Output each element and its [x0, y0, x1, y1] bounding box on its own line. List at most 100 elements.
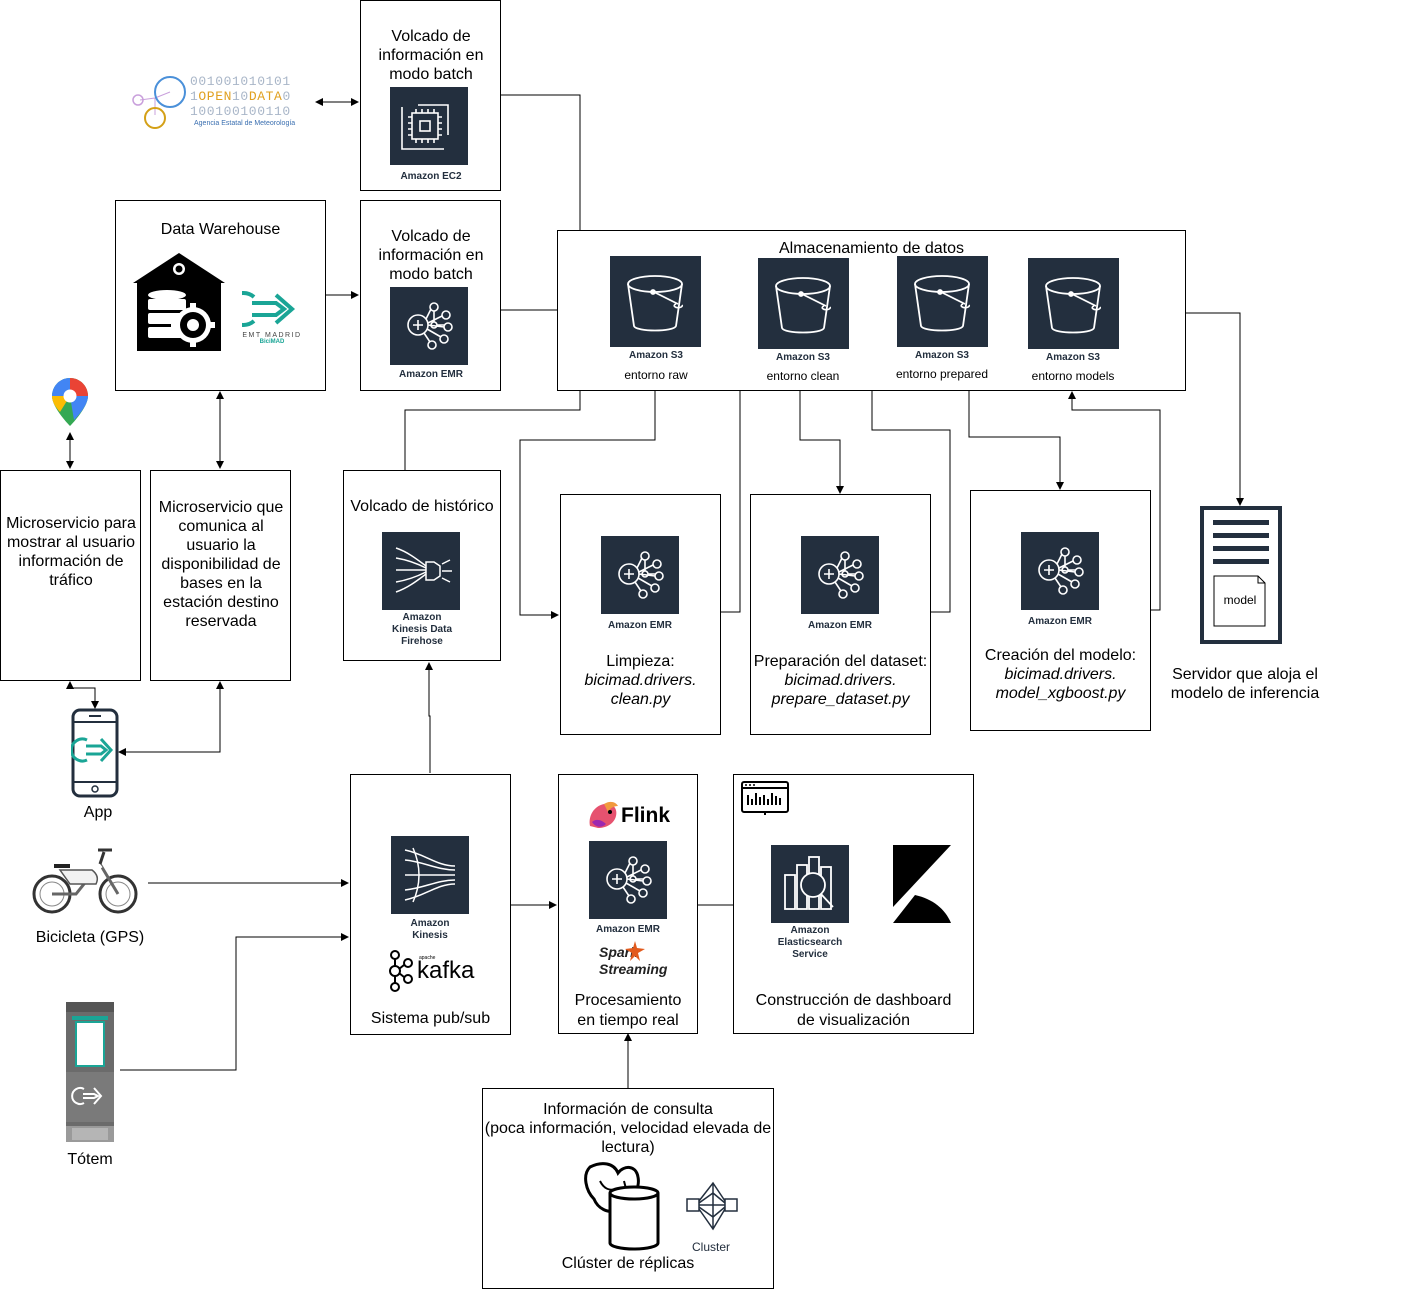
model-creation-label: Creación del modelo:: [984, 647, 1137, 664]
smartphone-icon: [71, 708, 119, 798]
elasticsearch-icon: [771, 845, 849, 923]
s3-raw-env: entorno raw: [624, 368, 688, 382]
emr-icon: [589, 841, 667, 919]
cleaning-box: Amazon EMR Limpieza: bicimad.drivers. cl…: [560, 494, 721, 735]
cluster-icon-label: Cluster: [691, 1240, 730, 1254]
spark-label: Spark: [599, 944, 638, 960]
flink-logo: Flink: [586, 798, 676, 832]
emr-icon: [801, 536, 879, 614]
data-warehouse-title: Data Warehouse: [160, 221, 281, 238]
emr-icon: [390, 287, 468, 365]
kafka-label: kafka: [417, 957, 475, 984]
s3-clean-icon: [758, 258, 849, 349]
elasticsearch-label-1: Amazon: [790, 925, 830, 936]
spark-star-icon: [625, 941, 645, 961]
s3-clean-env: entorno clean: [766, 369, 840, 383]
totem-label: Tótem: [67, 1151, 113, 1168]
emr-icon: [1021, 532, 1099, 610]
model-emr-label: Amazon EMR: [1028, 616, 1092, 627]
preparation-script-1: bicimad.drivers.: [784, 672, 897, 689]
connector-bases-app: [118, 681, 224, 756]
bicimad-label: BiciMAD: [259, 339, 285, 345]
s3-models-env: entorno models: [1031, 369, 1115, 383]
kafka-icon: [389, 950, 413, 992]
cleaning-script-1: bicimad.drivers.: [584, 672, 697, 689]
connector-raw-cleaning: [519, 390, 656, 619]
preparation-script-2: prepare_dataset.py: [771, 691, 910, 708]
microservice-bases-text: Microservicio que comunica al usuario la…: [158, 499, 284, 630]
realtime-box: Flink Amazon EMR Spark Streaming Procesa…: [558, 774, 698, 1034]
firehose-label-3: Firehose: [401, 636, 443, 647]
kibana-icon: [893, 845, 951, 923]
firehose-label-2: Kinesis Data: [391, 624, 453, 635]
connector-clean-preparation: [799, 390, 844, 494]
emt-bicimad-logo: EMT MADRID BiciMAD: [225, 291, 302, 351]
microservice-traffic-text: Microservicio para mostrar al usuario in…: [6, 515, 136, 589]
model-creation-script-1: bicimad.drivers.: [1004, 666, 1117, 683]
flink-label: Flink: [621, 804, 671, 827]
flink-squirrel-icon: [589, 801, 618, 828]
ec2-icon: [390, 87, 468, 165]
elasticsearch-label-2: Elasticsearch: [777, 937, 843, 948]
dashboard-monitor-icon: [741, 781, 789, 815]
server-caption-2: modelo de inferencia: [1170, 685, 1320, 702]
storage-title: Almacenamiento de datos: [779, 240, 964, 257]
opendata-wordmark: 1OPEN10DATA0: [190, 89, 291, 104]
s3-prepared-icon: [897, 256, 988, 347]
kafka-apache-label: apache: [419, 955, 436, 961]
emr-icon: [601, 536, 679, 614]
ec2-label: Amazon EC2: [400, 171, 462, 182]
pubsub-box: Amazon Kinesis apache kafka Sistema pub/…: [350, 774, 511, 1035]
batch-emr-title: Volcado de información en modo batch: [378, 228, 484, 283]
opendata-aemet-logo: 001001010101 1OPEN10DATA0 100100100110 A…: [130, 70, 320, 132]
cleaning-script-2: clean.py: [610, 691, 671, 708]
realtime-title-1: Procesamiento: [574, 992, 682, 1009]
preparation-label: Preparación del dataset:: [753, 653, 928, 670]
batch-ec2-box: Volcado de información en modo batch Ama…: [360, 0, 501, 191]
kinesis-icon: [391, 836, 469, 914]
historic-title: Volcado de histórico: [350, 498, 494, 515]
streaming-label: Streaming: [599, 961, 668, 977]
server-caption-1: Servidor que aloja el: [1172, 666, 1318, 683]
batch-emr-box: Volcado de información en modo batch Ama…: [360, 200, 501, 391]
s3-raw-label: Amazon S3: [629, 350, 683, 361]
server-model-label: model: [1223, 593, 1257, 607]
s3-prepared-label: Amazon S3: [915, 350, 969, 361]
connector-traffic-app: [66, 681, 99, 709]
pubsub-title: Sistema pub/sub: [370, 1010, 491, 1027]
app-label: App: [83, 804, 113, 821]
spark-streaming-logo: Spark Streaming: [597, 941, 677, 981]
data-warehouse-box: Data Warehouse EMT MADRID BiciM: [115, 200, 326, 391]
firehose-label-1: Amazon: [402, 612, 442, 623]
s3-clean-label: Amazon S3: [776, 352, 830, 363]
connector-totem-pubsub: [120, 933, 349, 1071]
google-maps-icon: [52, 378, 88, 426]
kinesis-label-2: Kinesis: [412, 930, 448, 941]
connector-prepared-model: [968, 390, 1064, 490]
dashboard-title-1: Construcción de dashboard: [755, 992, 952, 1009]
query-caption: Clúster de réplicas: [561, 1255, 695, 1272]
bike-label: Bicicleta (GPS): [35, 929, 145, 946]
cluster-icon: [686, 1181, 738, 1231]
realtime-title-2: en tiempo real: [577, 1012, 679, 1029]
emt-label: EMT MADRID: [242, 332, 302, 339]
opendata-bits-top: 001001010101: [190, 74, 291, 89]
opendata-bits-bottom: 100100100110: [190, 104, 291, 119]
elasticsearch-label-3: Service: [792, 949, 828, 960]
kinesis-firehose-icon: [382, 532, 460, 610]
kinesis-label-1: Amazon: [410, 918, 450, 929]
s3-prepared-env: entorno prepared: [895, 367, 989, 381]
microservice-traffic-box: Microservicio para mostrar al usuario in…: [0, 470, 141, 681]
query-box: Información de consulta (poca informació…: [482, 1088, 774, 1289]
realtime-emr-label: Amazon EMR: [596, 924, 660, 935]
emr-label: Amazon EMR: [399, 369, 463, 380]
bicimad-arrow-icon: [225, 291, 296, 327]
molecule-icon: [132, 76, 186, 129]
warehouse-database-icon: [133, 253, 225, 351]
preparation-box: Amazon EMR Preparación del dataset: bici…: [750, 494, 931, 735]
preparation-emr-label: Amazon EMR: [808, 620, 872, 631]
microservice-bases-box: Microservicio que comunica al usuario la…: [150, 470, 291, 681]
totem-icon: [66, 1002, 114, 1142]
model-creation-script-2: model_xgboost.py: [995, 685, 1126, 702]
